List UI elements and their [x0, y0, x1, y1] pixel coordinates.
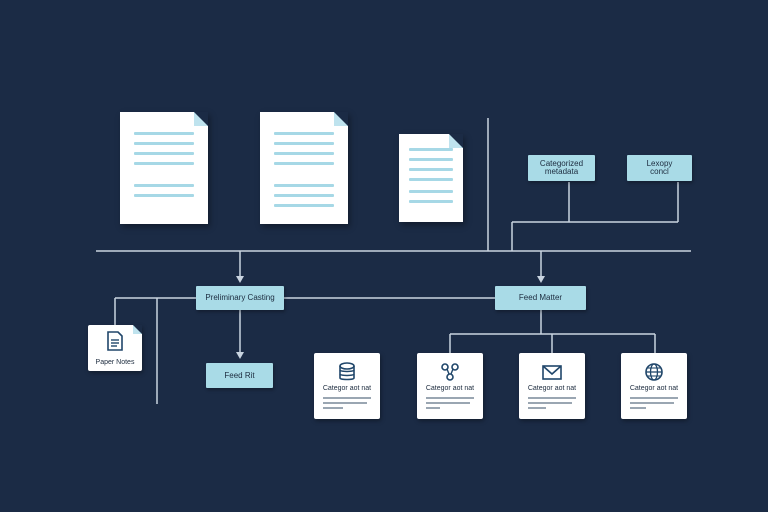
card-title: Categor aot nat [322, 385, 372, 392]
document-large-1 [120, 112, 208, 224]
tag-preliminary-casting: Preliminary Casting [196, 286, 284, 310]
mail-icon [542, 365, 562, 380]
tag-lexopy: Lexopy concl [627, 155, 692, 181]
card-globe: Categor aot nat [621, 353, 687, 419]
card-database: Categor aot nat [314, 353, 380, 419]
card-mail: Categor aot nat [519, 353, 585, 419]
tag-feed-rit: Feed Rit [206, 363, 273, 388]
document-medium [399, 134, 463, 222]
database-icon [339, 362, 355, 381]
tag-feed-matter: Feed Matter [495, 286, 586, 310]
side-document: Paper Notes [88, 325, 142, 371]
document-large-2 [260, 112, 348, 224]
card-network: Categor aot nat [417, 353, 483, 419]
card-title: Categor aot nat [629, 385, 679, 392]
side-document-label: Paper Notes [95, 359, 135, 366]
globe-icon [645, 363, 663, 381]
card-title: Categor aot nat [527, 385, 577, 392]
network-icon [441, 363, 459, 381]
document-icon [107, 331, 123, 351]
tag-categorized-metadata: Categorized metadata [528, 155, 595, 181]
card-title: Categor aot nat [425, 385, 475, 392]
